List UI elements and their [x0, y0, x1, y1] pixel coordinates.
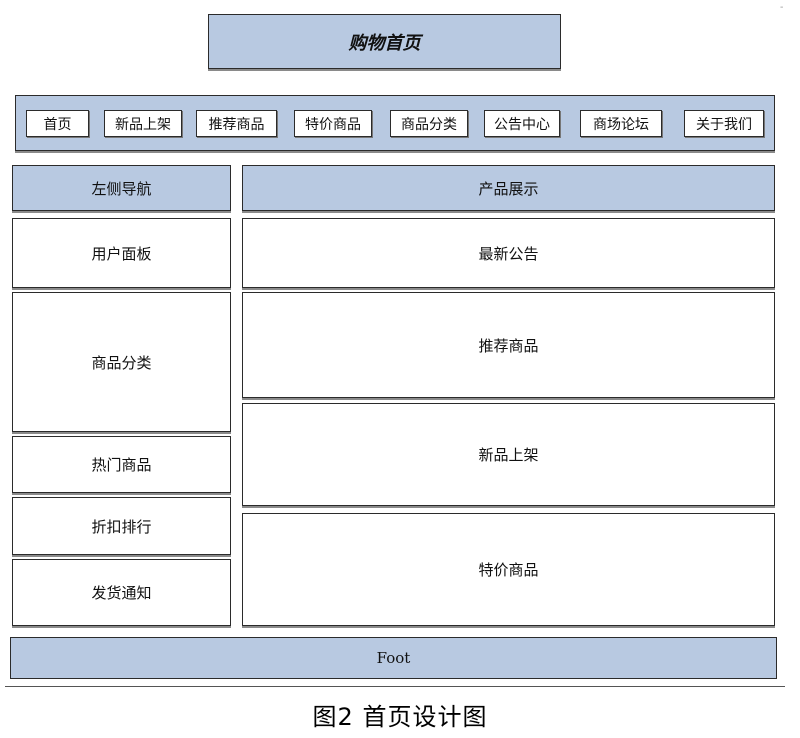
footer-label: Foot: [376, 649, 411, 667]
left-panel-label: 用户面板: [91, 244, 152, 263]
footer-block: Foot: [10, 637, 777, 679]
nav-item-label: 商品分类: [401, 116, 457, 133]
left-nav-header: 左侧导航: [12, 165, 231, 211]
nav-item-specials[interactable]: 特价商品: [294, 110, 372, 137]
nav-item-label: 关于我们: [696, 116, 752, 133]
corner-mark: -: [780, 2, 784, 13]
product-display-header-label: 产品展示: [478, 179, 539, 198]
left-panel-label: 商品分类: [91, 353, 152, 372]
figure-caption: 图2 首页设计图: [312, 702, 488, 731]
nav-item-label: 公告中心: [494, 116, 550, 133]
nav-item-new-arrivals[interactable]: 新品上架: [104, 110, 182, 137]
nav-item-home[interactable]: 首页: [26, 110, 89, 137]
nav-item-label: 商场论坛: [593, 116, 649, 133]
nav-item-label: 首页: [43, 116, 72, 133]
nav-item-forum[interactable]: 商场论坛: [580, 110, 662, 137]
right-panel-specials: 特价商品: [242, 513, 775, 626]
right-panel-label: 最新公告: [478, 244, 539, 263]
left-panel-categories: 商品分类: [12, 292, 231, 432]
left-panel-label: 热门商品: [91, 456, 152, 474]
product-display-header: 产品展示: [242, 165, 775, 211]
left-panel-discount-ranking: 折扣排行: [12, 497, 231, 555]
nav-item-label: 推荐商品: [208, 116, 265, 133]
page-title-block: 购物首页: [208, 14, 561, 69]
left-panel-label: 折扣排行: [91, 517, 152, 536]
nav-item-label: 新品上架: [115, 116, 171, 133]
right-panel-latest-notices: 最新公告: [242, 218, 775, 288]
nav-item-announcements[interactable]: 公告中心: [484, 110, 560, 137]
right-panel-new-arrivals: 新品上架: [242, 403, 775, 506]
caption-divider: [5, 686, 785, 687]
right-panel-label: 推荐商品: [478, 336, 539, 355]
left-panel-shipping-notice: 发货通知: [12, 559, 231, 626]
right-panel-label: 新品上架: [478, 446, 539, 464]
right-panel-recommended: 推荐商品: [242, 292, 775, 398]
nav-item-categories[interactable]: 商品分类: [390, 110, 468, 137]
nav-item-about-us[interactable]: 关于我们: [684, 110, 764, 137]
left-panel-label: 发货通知: [91, 584, 152, 602]
nav-item-recommended[interactable]: 推荐商品: [196, 110, 277, 137]
left-panel-user: 用户面板: [12, 218, 231, 288]
right-panel-label: 特价商品: [478, 561, 539, 579]
page-title: 购物首页: [348, 32, 421, 54]
nav-item-label: 特价商品: [305, 116, 361, 133]
nav-bar: 首页 新品上架 推荐商品 特价商品 商品分类 公告中心 商场论坛 关于我们: [15, 95, 775, 151]
left-panel-hot-products: 热门商品: [12, 436, 231, 493]
left-nav-header-label: 左侧导航: [91, 179, 152, 198]
